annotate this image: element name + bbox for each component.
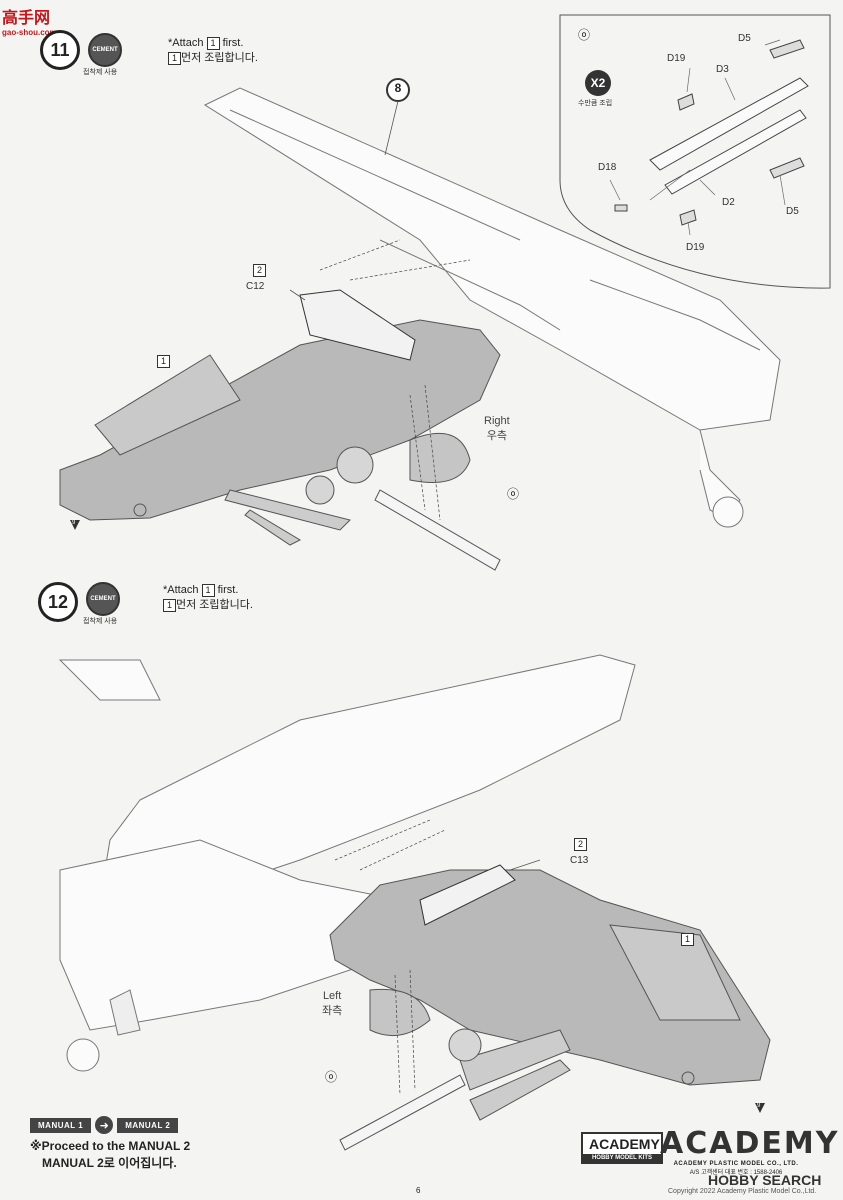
part-ref-box: 1 xyxy=(201,584,215,597)
page-number: 6 xyxy=(416,1186,421,1195)
copyright: Copyright 2022 Academy Plastic Model Co.… xyxy=(668,1188,817,1195)
step-12-number: 12 xyxy=(38,582,78,622)
cement-icon: CEMENT xyxy=(86,582,120,616)
part-2-box: 2 xyxy=(253,264,266,277)
logo-company: ACADEMY PLASTIC MODEL CO., LTD. xyxy=(673,1161,799,1167)
note-en-suffix: first. xyxy=(222,37,244,49)
step-11-cement-kr: 접착제 사용 xyxy=(83,69,118,76)
cement-icon: CEMENT xyxy=(88,33,122,67)
part-label-d19-top: D19 xyxy=(667,53,686,64)
as-line: A/S 고객센터 대표 번호 : 1588-2406 xyxy=(689,1170,783,1176)
arrow-marker: 9 xyxy=(757,1103,761,1109)
part-label-d19-bottom: D19 xyxy=(686,242,705,253)
step-12-cement-kr: 접착제 사용 xyxy=(83,618,118,625)
academy-logo: ACADEMY ACADEMY PLASTIC MODEL CO., LTD. … xyxy=(660,1126,840,1176)
manual-1-pill: MANUAL 1 xyxy=(30,1117,92,1133)
manual-2-pill: MANUAL 2 xyxy=(117,1117,179,1133)
side-label-en: Left xyxy=(322,990,342,1002)
badge-sub: HOBBY MODEL KITS xyxy=(583,1154,661,1162)
watermark-title: 高手网 xyxy=(2,10,51,27)
part-1-box: 1 xyxy=(681,933,694,946)
proceed-en: ※Proceed to the MANUAL 2 xyxy=(30,1139,191,1153)
part-label-d5-bottom: D5 xyxy=(786,206,799,217)
part-label-d5-top: D5 xyxy=(738,33,751,44)
part-label-c12: C12 xyxy=(246,281,265,292)
part-ref-box: 1 xyxy=(163,599,176,612)
side-label-en: Right xyxy=(484,415,510,427)
note-kr-suffix: 먼저 조립합니다. xyxy=(176,599,253,611)
proceed-kr: MANUAL 2로 이어집니다. xyxy=(42,1156,177,1170)
logo-wordmark: ACADEMY xyxy=(660,1126,840,1161)
step-11-cement: CEMENT xyxy=(88,33,122,67)
step-11-number: 11 xyxy=(40,30,80,70)
watermark-url: gao-shou.com xyxy=(2,28,57,37)
part-label-c13: C13 xyxy=(570,855,589,866)
side-label-right: Right 우측 xyxy=(484,414,510,444)
ref-step-8-number: 8 xyxy=(394,81,402,95)
quantity-x2-badge: X2 xyxy=(585,70,611,96)
x2-kr-label: 수만큼 조립 xyxy=(578,100,613,107)
hobbysearch-watermark: HOBBY SEARCH xyxy=(708,1172,822,1188)
inset-ref-circle: ⓞ xyxy=(578,28,591,42)
part-1-box: 1 xyxy=(157,355,170,368)
badge-title: ACADEMY xyxy=(589,1136,660,1152)
arrow-marker: 9 xyxy=(72,520,76,526)
note-en-prefix: *Attach xyxy=(163,584,199,596)
step-12-cement: CEMENT xyxy=(86,582,120,616)
part-2-box: 2 xyxy=(574,838,587,851)
part-label-d18: D18 xyxy=(598,162,617,173)
side-label-kr: 좌측 xyxy=(322,1005,343,1017)
note-en-suffix: first. xyxy=(217,584,239,596)
part-ref-box: 1 xyxy=(206,37,220,50)
side-label-kr: 우측 xyxy=(486,430,507,442)
proceed-note: ※Proceed to the MANUAL 2 MANUAL 2로 이어집니다… xyxy=(30,1138,190,1172)
note-kr-suffix: 먼저 조립합니다. xyxy=(181,52,258,64)
part-label-d2: D2 xyxy=(722,197,735,208)
manual-continue-bar: MANUAL 1 ➜ MANUAL 2 xyxy=(30,1116,179,1134)
small-ref-circle: ⓞ xyxy=(325,1070,338,1084)
academy-badge: ACADEMY HOBBY MODEL KITS xyxy=(581,1132,663,1164)
part-ref-box: 1 xyxy=(168,52,181,65)
part-label-d3: D3 xyxy=(716,64,729,75)
note-en-prefix: *Attach xyxy=(168,37,204,49)
side-label-left: Left 좌측 xyxy=(322,989,342,1019)
site-watermark: 高手网 gao-shou.com xyxy=(2,4,57,37)
arrow-right-icon: ➜ xyxy=(95,1116,114,1134)
small-ref-circle: ⓞ xyxy=(507,487,520,501)
